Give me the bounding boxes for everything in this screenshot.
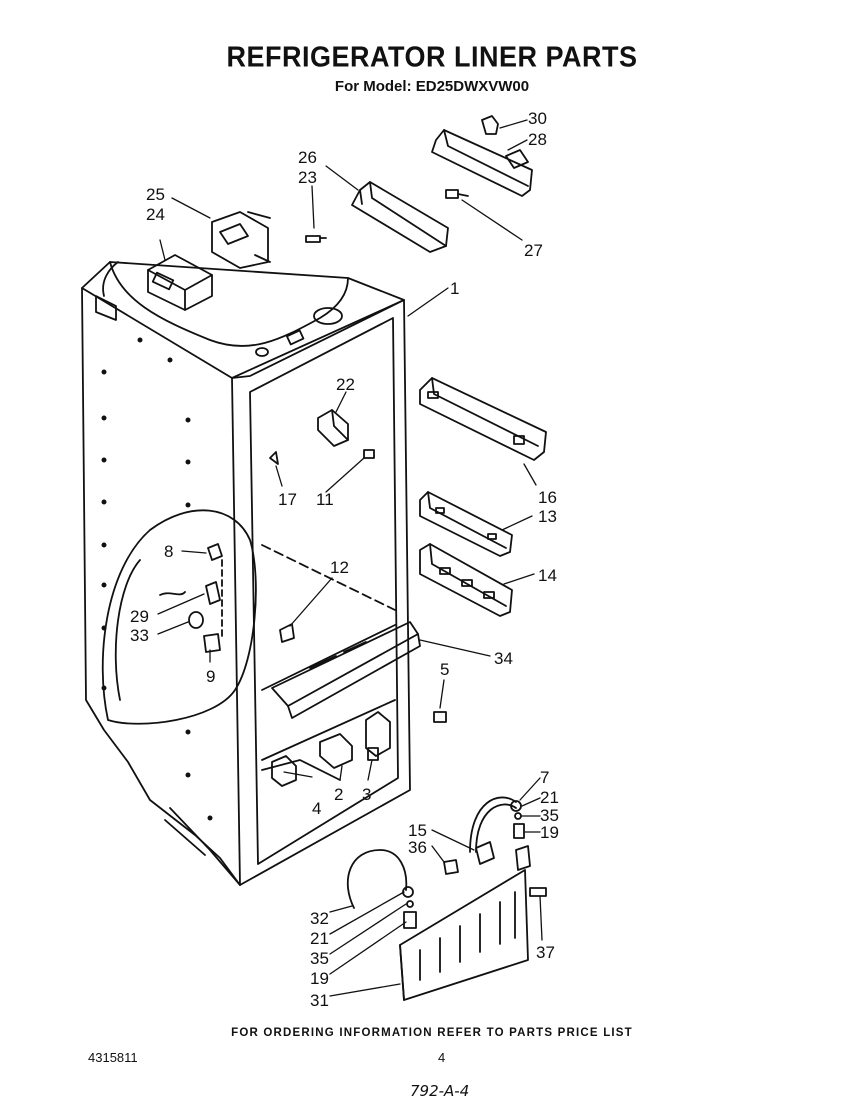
callout-21b: 21: [310, 929, 329, 948]
light-socket-detail-circle: [101, 509, 257, 725]
socket-29: [205, 581, 221, 605]
fittings-19-21-35: [402, 800, 531, 929]
callout-13: 13: [538, 507, 557, 526]
callout-2: 2: [334, 785, 343, 804]
callout-8: 8: [164, 542, 173, 561]
shelf-support-14: [419, 543, 513, 617]
handwritten-code: 792-A-4: [410, 1082, 470, 1100]
callout-31: 31: [310, 991, 329, 1010]
callout-19b: 19: [310, 969, 329, 988]
callout-34: 34: [494, 649, 513, 668]
light-socket-8: [207, 543, 223, 561]
water-tank-31: [399, 869, 529, 1001]
callout-32: 32: [310, 909, 329, 928]
callout-14: 14: [538, 566, 557, 585]
screw-5: [433, 711, 447, 723]
callout-37: 37: [536, 943, 555, 962]
callout-1: 1: [450, 279, 459, 298]
page-number: 4: [438, 1050, 446, 1065]
document-number: 4315811: [88, 1050, 138, 1065]
nut-36: [443, 859, 459, 875]
callout-3: 3: [362, 785, 371, 804]
callout-21a: 21: [540, 788, 559, 807]
screw-11: [363, 449, 375, 459]
callout-23: 23: [298, 168, 317, 187]
screw-17: [269, 451, 279, 465]
callout-9: 9: [206, 667, 215, 686]
shelf-support-13: [419, 491, 513, 557]
callout-7: 7: [540, 768, 549, 787]
top-rail-26: [351, 181, 449, 253]
light-cover-28: [431, 129, 533, 197]
callout-36: 36: [408, 838, 427, 857]
callout-29: 29: [130, 607, 149, 626]
control-housing-24: [147, 254, 213, 311]
callout-35b: 35: [310, 949, 329, 968]
callout-25: 25: [146, 185, 165, 204]
screw-37: [529, 887, 547, 897]
ordering-info-note: FOR ORDERING INFORMATION REFER TO PARTS …: [231, 1027, 633, 1039]
callout-16: 16: [538, 488, 557, 507]
control-bracket-25: [211, 211, 271, 269]
callout-22: 22: [336, 375, 355, 394]
callout-15: 15: [408, 821, 427, 840]
model-subtitle: For Model: ED25DWXVW00: [334, 78, 530, 95]
clip-30: [481, 115, 499, 135]
screw-23: [305, 235, 327, 243]
callout-33: 33: [130, 626, 149, 645]
callout-17: 17: [278, 490, 297, 509]
callout-11: 11: [316, 490, 334, 509]
bulb-33: [188, 611, 204, 629]
callout-26: 26: [298, 148, 317, 167]
refrigerator-liner: [81, 261, 411, 886]
callout-4: 4: [312, 799, 321, 818]
page-title: REFRIGERATOR LINER PARTS: [226, 41, 638, 73]
callout-5: 5: [440, 660, 449, 679]
drain-parts-2-3-4: [271, 711, 391, 787]
screw-27: [445, 189, 469, 199]
shelf-support-16: [419, 377, 547, 461]
crisper-cover-34: [271, 621, 421, 719]
callout-numbers: 30 28 26 23 25 24 27 1 22 16 17 11 13 14…: [130, 109, 559, 1010]
bracket-22: [317, 409, 349, 447]
callout-12: 12: [330, 558, 349, 577]
switch-9: [203, 633, 221, 653]
callout-30: 30: [528, 109, 547, 128]
callout-19a: 19: [540, 823, 559, 842]
callout-24: 24: [146, 205, 165, 224]
leader-lines: [157, 119, 543, 997]
fitting-15: [475, 841, 495, 865]
tube-7: [469, 796, 517, 853]
callout-27: 27: [524, 241, 543, 260]
tube-32: [346, 849, 408, 909]
clip-12: [279, 623, 295, 643]
callout-28: 28: [528, 130, 547, 149]
callout-35a: 35: [540, 806, 559, 825]
